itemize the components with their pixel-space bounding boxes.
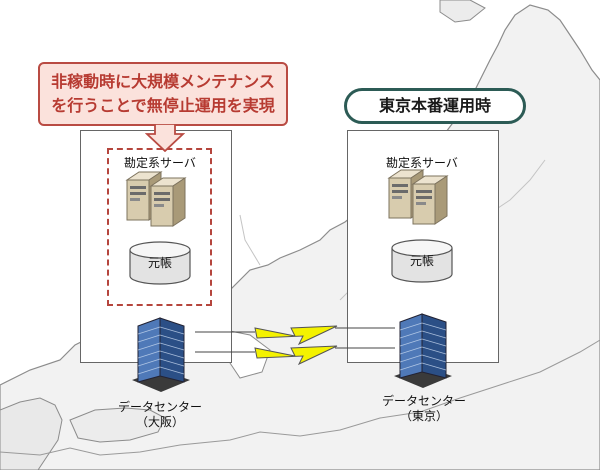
osaka-datacenter-building-icon [132,317,190,392]
map-coast-detail [0,339,600,456]
tokyo-datacenter-building-icon [394,313,452,388]
tokyo-server-label: 勘定系サーバ [386,156,458,170]
callout-arrow [145,124,185,152]
maintenance-region [107,148,212,306]
tokyo-caption-line-1: データセンター [381,394,466,408]
tokyo-server-icon [387,169,449,225]
map-shikoku [69,407,166,443]
osaka-caption-line-1: データセンター [117,400,202,414]
map-kyushu [0,397,63,470]
osaka-server-icon [125,171,187,227]
tokyo-caption-line-2: （東京） [399,409,448,423]
tokyo-operation-badge: 東京本番運用時 [344,88,526,124]
tokyo-datacenter-caption: データセンター （東京） [364,394,484,424]
maintenance-callout: 非稼動時に大規模メンテナンス を行うことで無停止運用を実現 [38,62,288,126]
callout-line-2: を行うことで無停止運用を実現 [51,96,275,115]
tokyo-ledger-label: 元帳 [409,254,434,268]
network-link [195,325,395,366]
tokyo-ledger-db-icon [391,239,453,283]
map-hokkaido [439,0,486,23]
osaka-caption-line-2: （大阪） [135,415,184,429]
osaka-ledger-db-icon [129,241,191,285]
osaka-ledger-label: 元帳 [147,256,172,270]
lightning-bolt-icon [254,325,338,346]
osaka-datacenter-caption: データセンター （大阪） [100,400,220,430]
callout-line-1: 非稼動時に大規模メンテナンス [51,72,275,91]
osaka-server-label: 勘定系サーバ [124,156,196,170]
lightning-bolt-icon [254,345,338,366]
